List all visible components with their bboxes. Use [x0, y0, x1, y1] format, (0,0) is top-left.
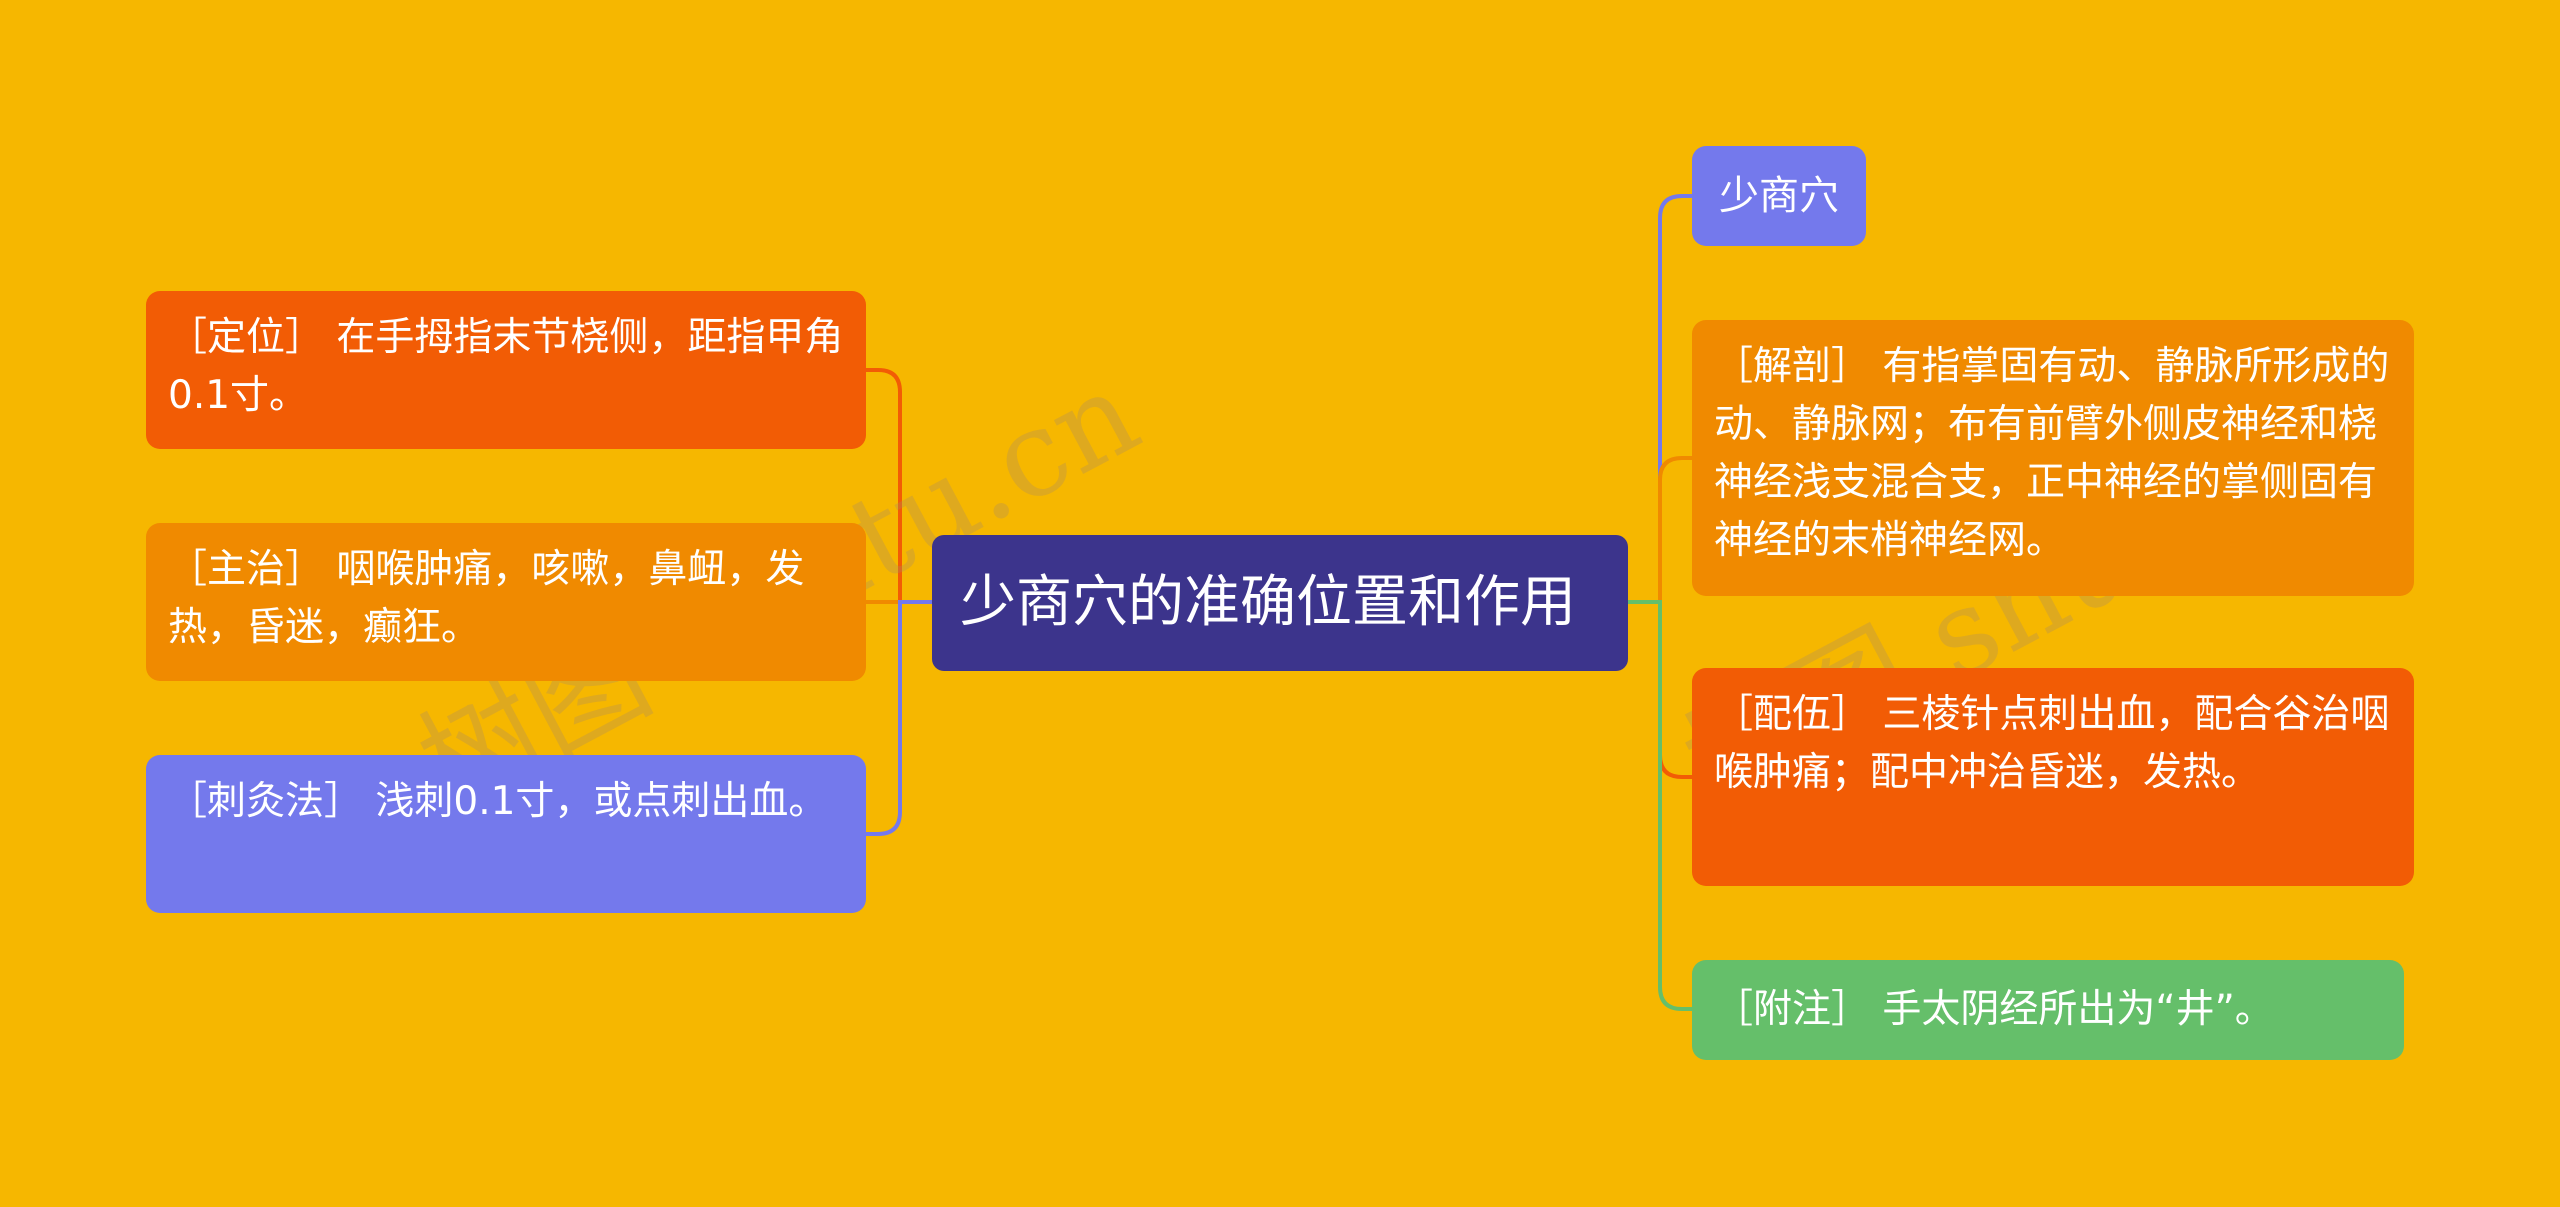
- right-topic-note[interactable]: ［附注］ 手太阴经所出为“井”。: [1692, 960, 2404, 1060]
- connector-right-2: [1628, 456, 1692, 604]
- left-topic-acupuncture-method[interactable]: ［刺灸法］ 浅刺0.1寸，或点刺出血。: [146, 755, 866, 913]
- right-topic-combination[interactable]: ［配伍］ 三棱针点刺出血，配合谷治咽喉肿痛；配中冲治昏迷，发热。: [1692, 668, 2414, 886]
- left-topic-location[interactable]: ［定位］ 在手拇指末节桡侧，距指甲角0.1寸。: [146, 291, 866, 449]
- left-topic-indications[interactable]: ［主治］ 咽喉肿痛，咳嗽，鼻衄，发热，昏迷，癫狂。: [146, 523, 866, 681]
- right-topic-anatomy[interactable]: ［解剖］ 有指掌固有动、静脉所形成的动、静脉网；布有前臂外侧皮神经和桡神经浅支混…: [1692, 320, 2414, 596]
- connector-right-4: [1628, 600, 1692, 1011]
- root-topic[interactable]: 少商穴的准确位置和作用: [932, 535, 1628, 671]
- right-topic-shaoshang[interactable]: 少商穴: [1692, 146, 1866, 246]
- connector-left-3: [866, 600, 932, 836]
- connector-left-1: [866, 368, 932, 604]
- connector-right-1: [1628, 194, 1692, 604]
